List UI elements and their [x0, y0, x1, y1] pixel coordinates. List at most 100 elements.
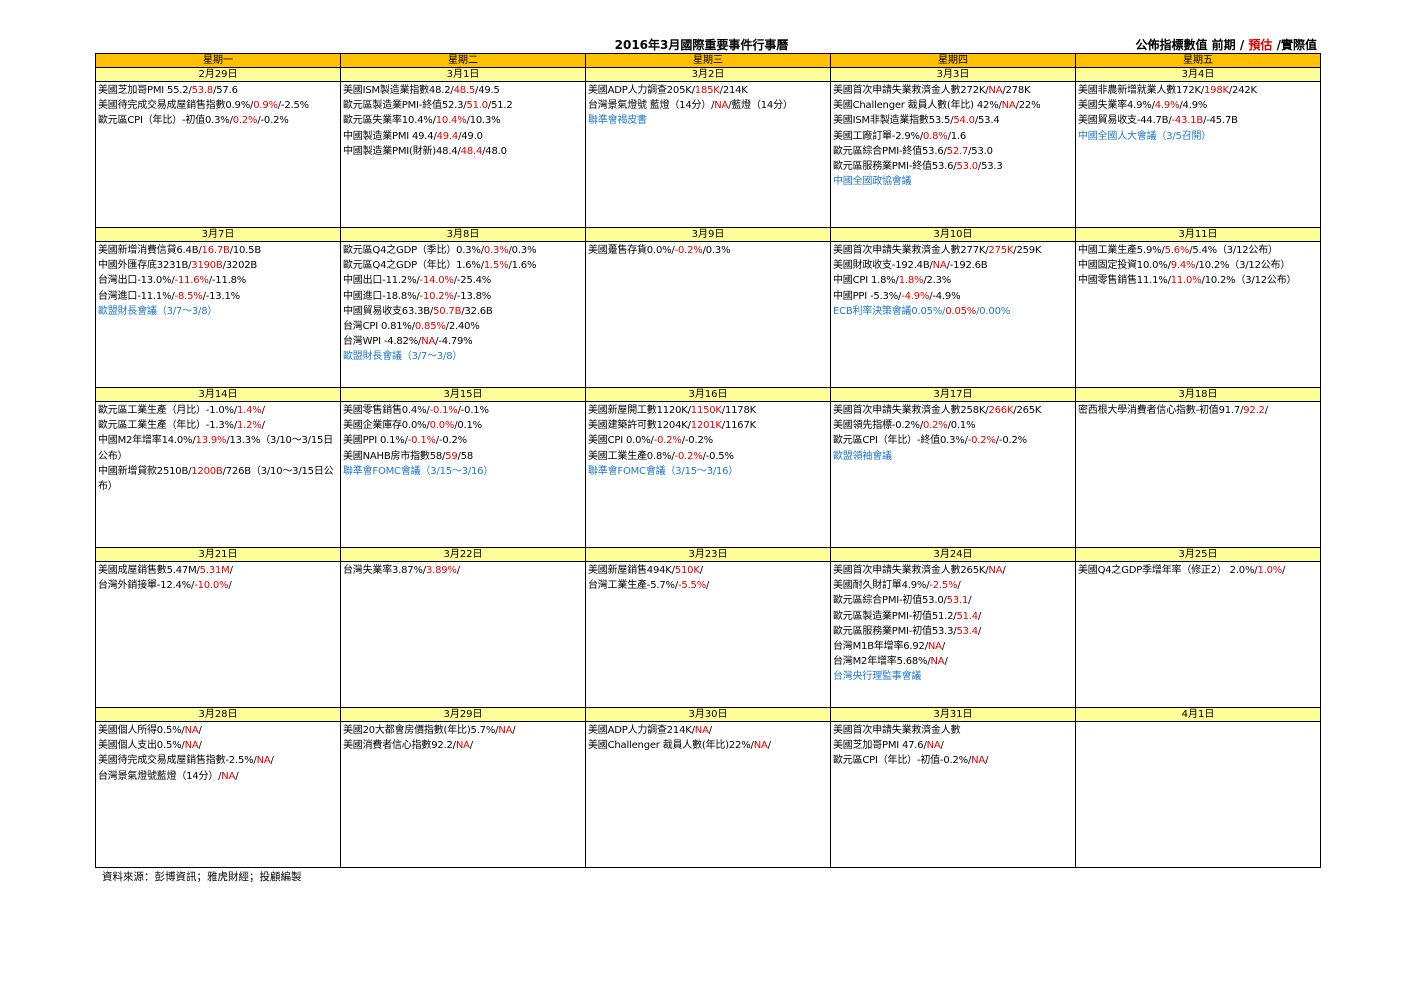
- day-cell: 美國ADP人力調查214K/NA/美國Challenger 裁員人數(年比)22…: [585, 721, 831, 868]
- event-line: 台灣WPI -4.82%/NA/-4.79%: [343, 334, 583, 349]
- estimate-value: 53.1: [946, 595, 969, 607]
- event-text: 中國全國政協會議: [833, 176, 912, 188]
- value-text: 中國進口-18.8%/: [343, 290, 420, 302]
- estimate-value: 3.89%: [425, 565, 457, 576]
- estimate-value: NA: [498, 725, 513, 736]
- estimate-value: -0.1%: [407, 435, 436, 447]
- value-text: /49.0: [458, 130, 483, 142]
- value-text: /: [456, 565, 460, 576]
- event-line: 聯準會FOMC會議（3/15～3/16）: [588, 464, 828, 479]
- event-line: 台灣失業率3.87%/3.89%/: [343, 563, 583, 578]
- day-date: 3月22日: [340, 547, 586, 562]
- value-text: 歐元區工業生產（年比）-1.3%/: [98, 420, 237, 432]
- value-text: 美國首次申請失業救濟金人數272K/: [833, 85, 989, 96]
- value-text: 歐元區服務業PMI-初值53.3/: [833, 625, 957, 637]
- value-text: /51.2: [487, 100, 513, 112]
- value-text: /: [968, 595, 972, 607]
- value-text: 歐元區Q4之GDP（年比）1.6%/: [343, 260, 484, 272]
- event-line: 中國零售銷售11.1%/11.0%/10.2%（3/12公布）: [1078, 273, 1318, 288]
- legend-estimate: 預估: [1248, 38, 1273, 52]
- value-text: 美國零售銷售0.4%/: [343, 405, 430, 416]
- event-line: 台灣工業生產-5.7%/-5.5%/: [588, 578, 828, 593]
- value-text: /22%: [1015, 100, 1041, 112]
- value-text: 歐元區綜合PMI-初值53.0/: [833, 595, 947, 607]
- estimate-value: -10.0%: [194, 580, 229, 592]
- value-text: 美國Q4之GDP季增年率（修正2） 2.0%/: [1078, 565, 1258, 576]
- value-text: 中國零售銷售11.1%/: [1078, 275, 1171, 287]
- value-text: /: [229, 565, 233, 576]
- value-text: 台灣進口-11.1%/: [98, 290, 175, 302]
- event-line: 美國芝加哥PMI 47.6/NA/: [833, 738, 1073, 753]
- estimate-value: -0.2%: [674, 245, 703, 256]
- value-text: 美國新屋開工數1120K/: [588, 405, 691, 416]
- events-row: 美國個人所得0.5%/NA/美國個人支出0.5%/NA/美國待完成交易成屋銷售指…: [95, 721, 1321, 868]
- event-text: 聯準會FOMC會議（3/15～3/16）: [588, 465, 739, 477]
- event-text: 聯準會FOMC會議（3/15～3/16）: [343, 465, 494, 477]
- value-text: 歐元區製造業PMI-初值51.2/: [833, 610, 957, 622]
- event-line: 歐盟財長會議（3/7～3/8）: [343, 349, 583, 364]
- value-text: 美國芝加哥PMI 55.2/: [98, 85, 192, 96]
- value-text: /: [1282, 565, 1286, 576]
- value-text: /: [228, 580, 232, 592]
- day-cell: 美國躉售存貨0.0%/-0.2%/0.3%: [585, 241, 831, 388]
- estimate-value: NA: [971, 755, 986, 767]
- value-text: 中國工業生產5.9%/: [1078, 245, 1165, 256]
- value-text: 台灣失業率3.87%/: [343, 565, 426, 576]
- value-text: /58: [457, 450, 474, 462]
- event-line: 中國貿易收支63.3B/50.7B/32.6B: [343, 304, 583, 319]
- value-text: 歐元區服務業PMI-終值53.6/: [833, 161, 957, 173]
- weekday-wed: 星期三: [585, 53, 831, 68]
- event-line: 美國PPI 0.1%/-0.1%/-0.2%: [343, 433, 583, 448]
- estimate-value: 48.4: [460, 145, 483, 157]
- estimate-value: 0.8%: [922, 130, 948, 142]
- value-text: /: [235, 770, 239, 782]
- value-text: /: [198, 725, 202, 736]
- event-line: 台灣M1B年增率6.92/NA/: [833, 639, 1073, 654]
- estimate-value: NA: [753, 740, 768, 752]
- event-line: 中國製造業PMI(財新)48.4/48.4/48.0: [343, 144, 583, 159]
- value-text: /214K: [719, 85, 748, 96]
- event-line: 台灣央行理監事會議: [833, 669, 1073, 684]
- event-line: 美國ADP人力調查214K/NA/: [588, 723, 828, 738]
- value-text: /53.0: [968, 145, 993, 157]
- day-date: 3月9日: [585, 227, 831, 242]
- estimate-value: NA: [694, 725, 709, 736]
- value-text: 美國20大都會房價指數(年比)5.7%/: [343, 725, 499, 736]
- estimate-value: NA: [184, 740, 199, 752]
- day-date: 3月11日: [1075, 227, 1321, 242]
- value-text: 台灣M1B年增率6.92/: [833, 641, 928, 653]
- estimate-value: 53.8: [191, 85, 214, 96]
- value-text: 台灣WPI -4.82%/: [343, 336, 422, 348]
- value-text: 美國NAHB房市指數58/: [343, 450, 446, 462]
- day-date: 3月30日: [585, 707, 831, 722]
- event-line: 聯準會FOMC會議（3/15～3/16）: [343, 464, 583, 479]
- event-text: 中國全國人大會議（3/5召開）: [1078, 130, 1212, 142]
- event-text: 聯準會褐皮書: [588, 115, 647, 127]
- event-text: /0.00%: [976, 305, 1011, 317]
- event-line: 美國個人所得0.5%/NA/: [98, 723, 338, 738]
- event-line: 台灣景氣燈號藍燈（14分）/NA/: [98, 769, 338, 784]
- event-line: 歐元區工業生產（月比）-1.0%/1.4%/: [98, 403, 338, 418]
- day-date: 3月8日: [340, 227, 586, 242]
- value-text: /13.3%（3/10～3/15日公布）: [98, 435, 333, 462]
- estimate-value: 1.0%: [1257, 565, 1283, 576]
- day-cell: 美國20大都會房價指數(年比)5.7%/NA/美國消費者信心指數92.2/NA/: [340, 721, 586, 868]
- estimate-value: 13.9%: [195, 435, 227, 447]
- value-text: 美國Challenger 裁員人數(年比)22%/: [588, 740, 754, 752]
- estimate-value: 0.9%: [253, 100, 278, 112]
- estimate-value: -0.2%: [674, 450, 703, 462]
- event-line: 歐元區服務業PMI-終值53.6/53.0/53.3: [833, 159, 1073, 174]
- value-text: /2.40%: [445, 321, 480, 333]
- estimate-value: NA: [714, 100, 729, 112]
- value-text: 台灣工業生產-5.7%/: [588, 580, 678, 592]
- estimate-value: 185K: [694, 85, 720, 96]
- event-line: 歐元區工業生產（年比）-1.3%/1.2%/: [98, 418, 338, 433]
- value-text: /-0.1%: [457, 405, 489, 416]
- day-date: 3月15日: [340, 387, 586, 402]
- estimate-value: 51.0: [466, 100, 488, 112]
- event-line: 美國ISM製造業指數48.2/48.5/49.5: [343, 83, 583, 98]
